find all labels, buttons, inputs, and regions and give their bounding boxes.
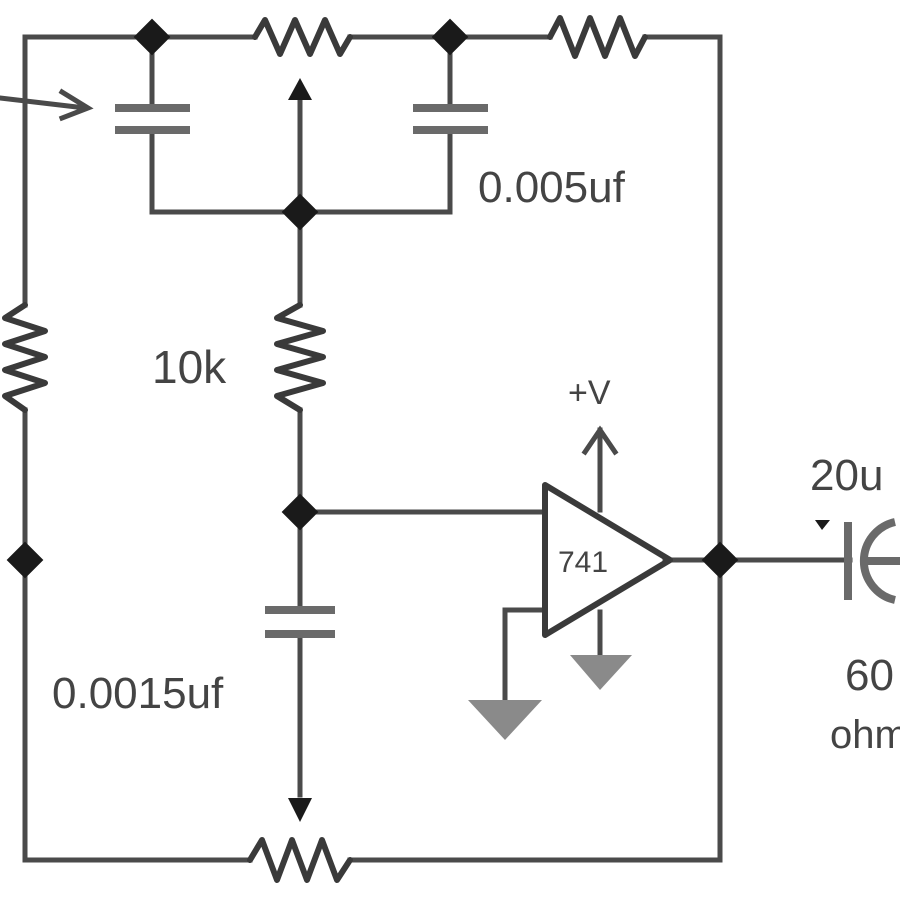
capacitor-output [844,518,900,604]
resistor-top-right [547,15,648,59]
resistor-top-pot [252,17,353,57]
label-opamp: 741 [558,546,608,579]
label-load-line2: ohm [830,713,900,757]
arrows [58,78,830,822]
wires [0,34,853,863]
capacitor-top-left [115,104,190,134]
junction-nodes [6,18,739,579]
ground-symbol-right [570,655,632,690]
capacitor-top-right [413,104,488,134]
label-res-10k: 10k [152,341,227,393]
resistor-middle-10k [274,302,326,413]
label-supply: +V [568,374,611,412]
label-load-line1: 60 [845,651,894,700]
label-cap-top-right: 0.005uf [478,163,626,212]
opamp-741 [542,482,673,638]
ground-symbol-left [468,700,542,740]
label-cap-bottom: 0.0015uf [52,669,224,718]
label-output-cap: 20u [810,451,883,500]
capacitor-bottom [265,606,335,638]
resistor-left [2,302,48,413]
resistor-bottom-pot [247,837,353,883]
